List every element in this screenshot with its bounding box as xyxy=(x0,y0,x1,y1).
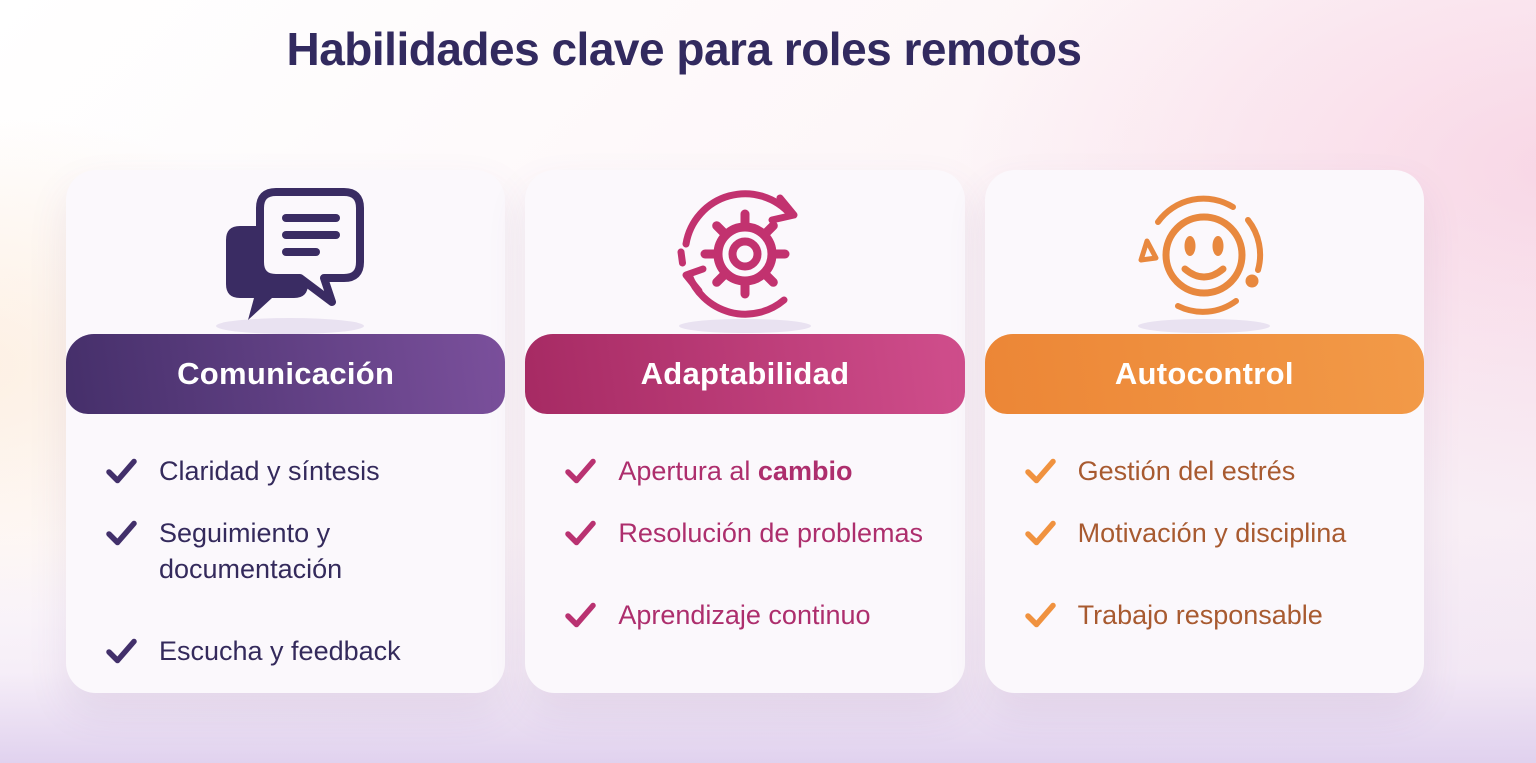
gear-refresh-icon xyxy=(677,190,811,333)
list-item-label: Claridad y síntesis xyxy=(159,456,380,486)
card-icon-area xyxy=(985,170,1424,334)
checkmark-icon xyxy=(106,520,137,546)
cards-row: Comunicación Claridad y síntesis Seguimi… xyxy=(66,170,1424,693)
list-item: Aprendizaje continuo xyxy=(565,598,938,634)
card-header-label: Adaptabilidad xyxy=(640,356,850,391)
card-autocontrol: Autocontrol Gestión del estrés Motivació… xyxy=(984,170,1424,693)
list-item-label: Escucha y feedback xyxy=(159,635,401,666)
checkmark-icon xyxy=(106,458,137,484)
checkmark-icon xyxy=(1024,602,1056,628)
list-item-label: Resolución de problemas xyxy=(618,517,924,548)
list-item: Escucha y feedback xyxy=(106,634,479,670)
card-item-list: Claridad y síntesis Seguimiento y docume… xyxy=(66,414,505,670)
list-item: Resolución de problemas xyxy=(565,516,938,552)
smiley-refresh-icon xyxy=(1138,195,1271,333)
list-item: Apertura al cambio xyxy=(565,454,938,490)
list-item-label: Motivación y disciplina xyxy=(1077,517,1347,548)
card-icon-area xyxy=(525,170,964,334)
card-comunicacion: Comunicación Claridad y síntesis Seguimi… xyxy=(66,170,506,693)
list-item: Claridad y síntesis xyxy=(106,454,479,490)
card-header: Adaptabilidad xyxy=(525,334,965,414)
checkmark-icon xyxy=(106,638,137,663)
list-item: Trabajo responsable xyxy=(1024,598,1398,634)
card-item-list: Apertura al cambio Resolución de problem… xyxy=(525,414,964,634)
list-item: Seguimiento y documentación xyxy=(106,516,479,588)
checkmark-icon xyxy=(1024,458,1056,484)
list-item-label: Trabajo responsable xyxy=(1077,599,1323,630)
checkmark-icon xyxy=(1024,520,1056,546)
list-item: Gestión del estrés xyxy=(1024,454,1398,490)
card-adaptabilidad: Adaptabilidad Apertura al cambio Resoluc… xyxy=(525,170,965,693)
list-item-label: Seguimiento y documentación xyxy=(159,517,343,584)
list-item-label: Aprendizaje continuo xyxy=(618,599,871,630)
checkmark-icon xyxy=(565,602,597,628)
card-header-label: Comunicación xyxy=(177,356,395,391)
card-header-label: Autocontrol xyxy=(1114,356,1294,391)
list-item-label: Apertura al cambio xyxy=(618,456,853,486)
list-item-label: Gestión del estrés xyxy=(1077,456,1296,486)
card-icon-area xyxy=(66,170,505,334)
checkmark-icon xyxy=(565,458,597,484)
list-item: Motivación y disciplina xyxy=(1024,516,1398,552)
checkmark-icon xyxy=(565,520,597,546)
card-item-list: Gestión del estrés Motivación y discipli… xyxy=(985,414,1424,634)
page-title: Habilidades clave para roles remotos xyxy=(286,23,1082,75)
card-header: Autocontrol xyxy=(984,334,1424,414)
card-header: Comunicación xyxy=(66,334,506,414)
chat-bubbles-icon xyxy=(215,188,364,334)
